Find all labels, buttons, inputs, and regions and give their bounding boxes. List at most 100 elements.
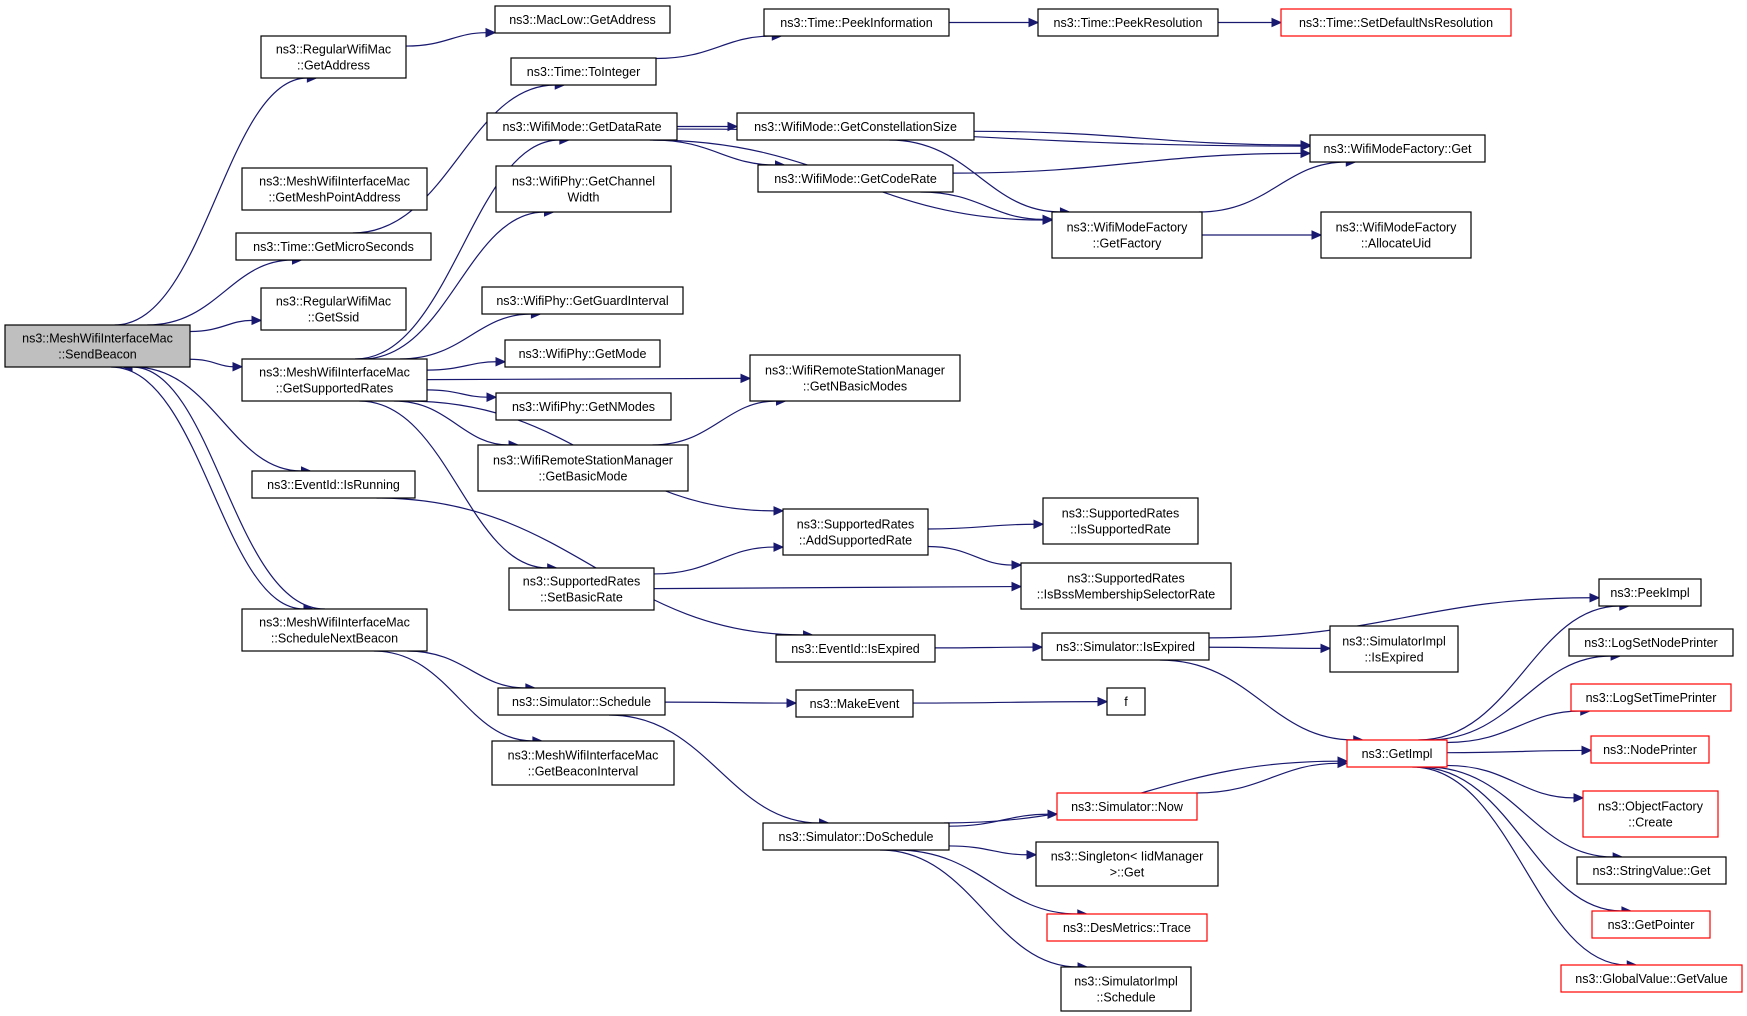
node-time-getmicro[interactable]: ns3::Time::GetMicroSeconds <box>235 232 432 261</box>
node-label-line: f <box>1124 695 1128 709</box>
node-sr-isbss[interactable]: ns3::SupportedRates::IsBssMembershipSele… <box>1020 562 1232 610</box>
edge-mesh-getsupported-to-wifiphy-getnmodes <box>426 389 498 402</box>
node-wifimode-getcoderate[interactable]: ns3::WifiMode::GetCodeRate <box>757 164 954 193</box>
node-box <box>1576 856 1727 885</box>
node-wifiphy-getmode[interactable]: ns3::WifiPhy::GetMode <box>504 339 661 368</box>
node-box <box>757 164 954 193</box>
edge-line <box>400 313 532 360</box>
node-label-line: Width <box>568 191 600 205</box>
node-f[interactable]: f <box>1106 687 1146 716</box>
edge-sr-setbasic-to-sr-isbss <box>653 581 1023 592</box>
node-box <box>235 232 432 261</box>
node-stringvalue-get[interactable]: ns3::StringValue::Get <box>1576 856 1727 885</box>
node-wrsm-getnbasic[interactable]: ns3::WifiRemoteStationManager::GetNBasic… <box>749 354 961 402</box>
node-label-line: ::GetFactory <box>1093 237 1163 251</box>
node-sim-isexpired[interactable]: ns3::Simulator::IsExpired <box>1041 632 1210 661</box>
node-singleton-get[interactable]: ns3::Singleton< IidManager>::Get <box>1035 841 1219 887</box>
edge-time-peekres-to-time-setdefault <box>1218 17 1283 28</box>
edge-line <box>147 259 293 326</box>
node-objectfactory-create[interactable]: ns3::ObjectFactory::Create <box>1582 790 1719 838</box>
node-sim-doschedule[interactable]: ns3::Simulator::DoSchedule <box>762 822 950 851</box>
node-wifiphy-getnmodes[interactable]: ns3::WifiPhy::GetNModes <box>495 392 672 421</box>
node-sr-issupported[interactable]: ns3::SupportedRates::IsSupportedRate <box>1042 497 1199 545</box>
node-logsetnodeprinter[interactable]: ns3::LogSetNodePrinter <box>1568 628 1734 657</box>
node-label-line: ns3::Simulator::Schedule <box>512 695 651 709</box>
node-getimpl[interactable]: ns3::GetImpl <box>1346 739 1448 768</box>
node-wifimodefactory-getfactory[interactable]: ns3::WifiModeFactory::GetFactory <box>1051 211 1203 259</box>
node-box <box>494 5 671 34</box>
node-simimpl-isexpired[interactable]: ns3::SimulatorImpl::IsExpired <box>1329 625 1459 673</box>
node-desmetrics-trace[interactable]: ns3::DesMetrics::Trace <box>1046 913 1208 942</box>
node-mesh-schedulenext[interactable]: ns3::MeshWifiInterfaceMac::ScheduleNextB… <box>241 608 428 652</box>
node-wifimodefactory-get[interactable]: ns3::WifiModeFactory::Get <box>1309 134 1486 163</box>
node-label-line: ns3::GetImpl <box>1362 747 1433 761</box>
node-mesh-getsupported[interactable]: ns3::MeshWifiInterfaceMac::GetSupportedR… <box>241 358 428 402</box>
node-wifimodefactory-allocuid[interactable]: ns3::WifiModeFactory::AllocateUid <box>1320 211 1472 259</box>
node-wifiphy-getguard[interactable]: ns3::WifiPhy::GetGuardInterval <box>481 286 684 315</box>
node-time-peekres[interactable]: ns3::Time::PeekResolution <box>1037 8 1219 37</box>
edge-line <box>1208 597 1591 639</box>
edge-line <box>934 646 1034 649</box>
node-eventid-isrunning[interactable]: ns3::EventId::IsRunning <box>251 470 416 499</box>
edge-line <box>393 400 510 446</box>
node-time-peekinfo[interactable]: ns3::Time::PeekInformation <box>763 8 950 37</box>
node-box <box>736 112 975 141</box>
node-mesh-getmeshpoint[interactable]: ns3::MeshWifiInterfaceMac::GetMeshPointA… <box>241 167 428 211</box>
node-label-line: ns3::GlobalValue::GetValue <box>1575 972 1727 986</box>
node-rwm-getssid[interactable]: ns3::RegularWifiMac::GetSsid <box>260 287 407 331</box>
node-peekimpl[interactable]: ns3::PeekImpl <box>1598 578 1702 607</box>
node-time-tointeger[interactable]: ns3::Time::ToInteger <box>510 57 657 86</box>
node-wifimode-getconst[interactable]: ns3::WifiMode::GetConstellationSize <box>736 112 975 141</box>
edge-sr-setbasic-to-sr-addsupported <box>653 542 785 575</box>
node-maclow-getaddress[interactable]: ns3::MacLow::GetAddress <box>494 5 671 34</box>
node-sim-now[interactable]: ns3::Simulator::Now <box>1056 792 1198 821</box>
node-box <box>795 689 914 718</box>
edge-wrsm-getbasicmode-to-wrsm-getnbasic <box>652 396 787 446</box>
edge-line <box>948 845 1028 856</box>
arrowhead <box>486 392 498 402</box>
node-label-line: ns3::EventId::IsRunning <box>267 478 400 492</box>
node-box <box>749 354 961 402</box>
edge-line <box>653 546 775 575</box>
edge-line <box>1446 749 1583 754</box>
edge-line <box>426 389 488 398</box>
node-simimpl-schedule[interactable]: ns3::SimulatorImpl::Schedule <box>1060 966 1192 1012</box>
edge-time-peekinfo-to-time-peekres <box>949 17 1040 28</box>
edge-line <box>943 760 1339 824</box>
edge-time-tointeger-to-time-peekinfo <box>655 31 783 60</box>
node-label-line: ns3::PeekImpl <box>1610 586 1689 600</box>
node-label-line: ::SendBeacon <box>58 348 137 362</box>
node-sr-addsupported[interactable]: ns3::SupportedRates::AddSupportedRate <box>782 508 929 556</box>
node-send-beacon[interactable]: ns3::MeshWifiInterfaceMac::SendBeacon <box>4 324 191 368</box>
node-sim-schedule[interactable]: ns3::Simulator::Schedule <box>497 687 666 716</box>
node-label-line: ns3::MacLow::GetAddress <box>509 13 656 27</box>
node-sr-setbasic[interactable]: ns3::SupportedRates::SetBasicRate <box>508 567 655 611</box>
node-box <box>251 470 416 499</box>
arrowhead <box>1011 581 1023 592</box>
edge-line <box>1446 710 1581 744</box>
node-nodeprinter[interactable]: ns3::NodePrinter <box>1590 735 1710 764</box>
node-label-line: ns3::NodePrinter <box>1603 743 1697 757</box>
node-mesh-getbeaconinterval[interactable]: ns3::MeshWifiInterfaceMac::GetBeaconInte… <box>491 740 675 786</box>
node-wifimode-getdatarate[interactable]: ns3::WifiMode::GetDataRate <box>486 112 678 141</box>
node-time-setdefault[interactable]: ns3::Time::SetDefaultNsResolution <box>1280 8 1512 37</box>
arrowhead <box>1026 849 1038 860</box>
edge-wifimode-getdatarate-to-wifimode-getconst <box>677 121 739 132</box>
node-globalvalue-getvalue[interactable]: ns3::GlobalValue::GetValue <box>1560 964 1743 993</box>
node-logsettimeprinter[interactable]: ns3::LogSetTimePrinter <box>1570 683 1732 712</box>
node-rwm-getaddress[interactable]: ns3::RegularWifiMac::GetAddress <box>260 35 407 79</box>
node-box <box>1320 211 1472 259</box>
node-label-line: ::IsSupportedRate <box>1070 523 1171 537</box>
node-makeevent[interactable]: ns3::MakeEvent <box>795 689 914 718</box>
node-wrsm-getbasicmode[interactable]: ns3::WifiRemoteStationManager::GetBasicM… <box>477 444 689 492</box>
node-label-line: ns3::MeshWifiInterfaceMac <box>22 332 173 346</box>
edge-wifimodefactory-getfactory-to-wifimodefactory-allocuid <box>1202 230 1323 240</box>
node-getpointer[interactable]: ns3::GetPointer <box>1591 910 1711 939</box>
node-label-line: ns3::SimulatorImpl <box>1342 635 1446 649</box>
node-eventid-isexpired[interactable]: ns3::EventId::IsExpired <box>775 634 936 663</box>
edge-line <box>133 366 302 472</box>
node-label-line: ns3::Time::PeekResolution <box>1054 16 1203 30</box>
node-box <box>1056 792 1198 821</box>
node-box <box>510 57 657 86</box>
